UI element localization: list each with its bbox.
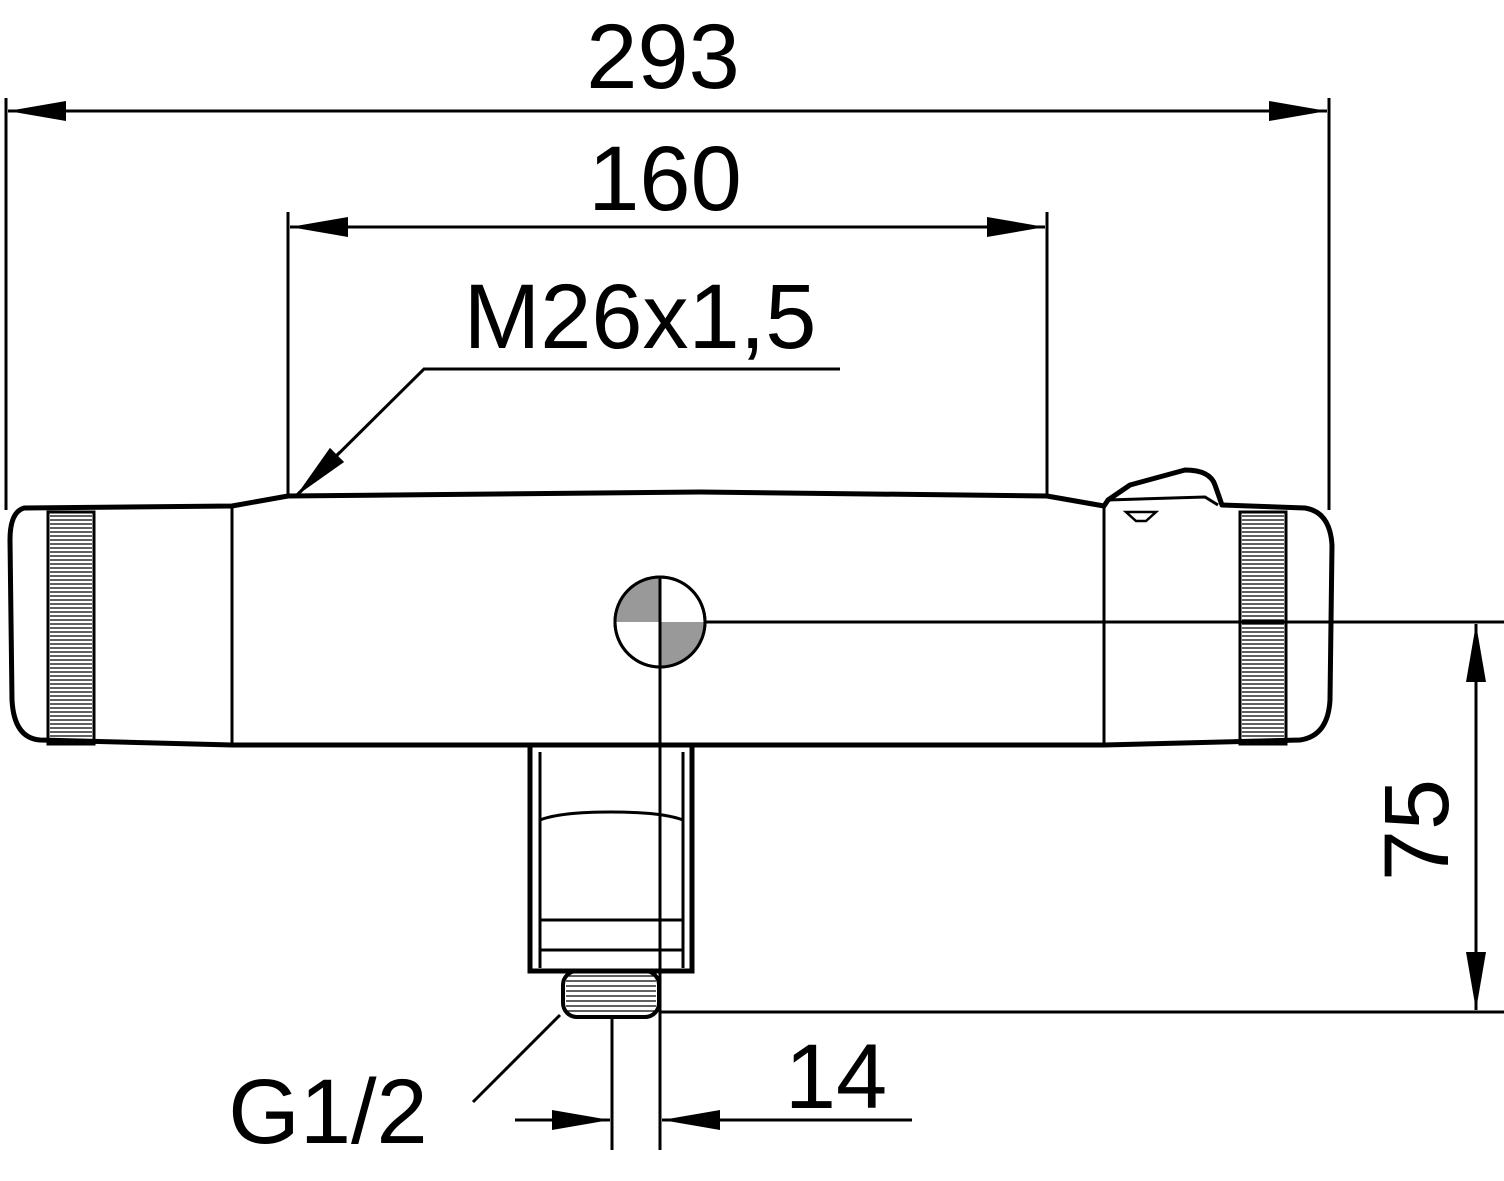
thread-connection-label: M26x1,5: [464, 266, 817, 368]
mixer-body: [7, 467, 1335, 748]
dimension-outlet-height: 75: [660, 620, 1504, 1014]
thread-leader: M26x1,5: [294, 266, 840, 498]
indicator-marker-icon: [1122, 510, 1160, 523]
left-grip-frame: [46, 510, 96, 746]
overall-width-label: 293: [586, 6, 740, 108]
dimension-overall-width: 293: [4, 6, 1331, 510]
thread-leader-line: [294, 367, 840, 498]
thread-leader-arrow: [294, 447, 345, 498]
dimension-connection-spacing: 160: [286, 128, 1049, 496]
outlet-height-label: 75: [1366, 779, 1468, 881]
dimension-outlet-length: 14: [515, 1026, 912, 1130]
body-outline: [7, 467, 1335, 748]
handle-notch: [1107, 495, 1219, 507]
right-grip-frame: [1238, 510, 1288, 746]
outlet-thread-label: G1/2: [228, 1061, 427, 1163]
right-knurled-grip: [1242, 515, 1284, 741]
outlet-thread: [566, 975, 656, 1012]
outlet-spout: [527, 742, 695, 1019]
connection-spacing-label: 160: [588, 128, 742, 230]
left-knurled-grip: [50, 515, 92, 741]
outlet-length-label: 14: [785, 1026, 887, 1128]
outlet-thread-leader-line: [471, 1013, 562, 1104]
outlet-thread-leader: G1/2: [228, 1013, 562, 1163]
